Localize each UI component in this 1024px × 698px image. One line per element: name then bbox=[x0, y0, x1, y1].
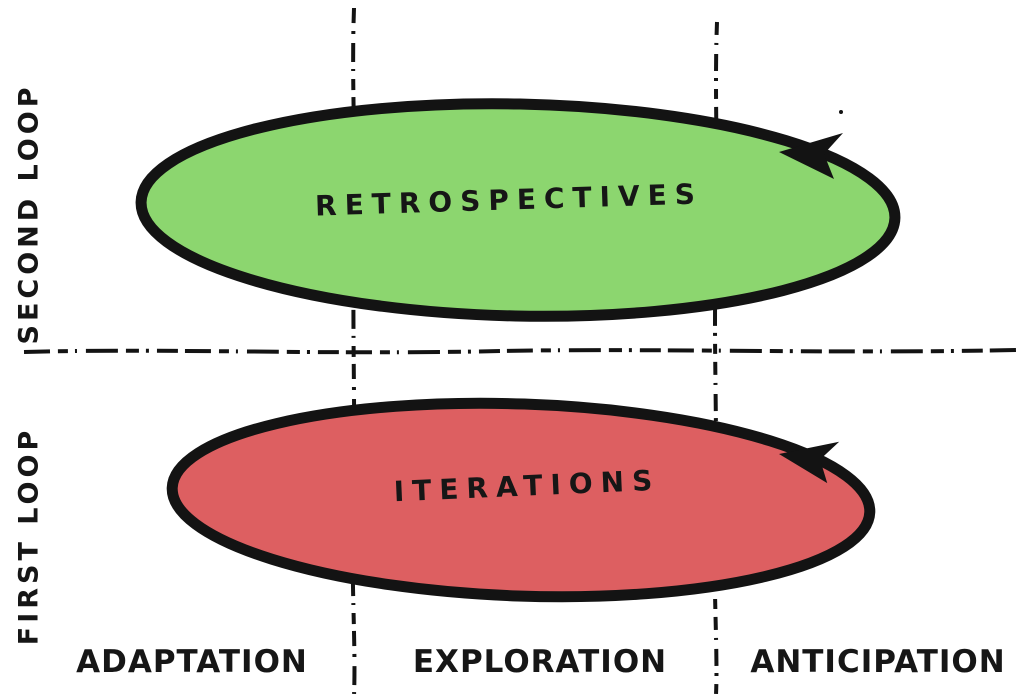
loop-arrow-icon bbox=[779, 133, 843, 179]
retrospectives-loop bbox=[135, 98, 901, 322]
column-label-adaptation: ADAPTATION bbox=[76, 644, 308, 680]
ink-speck bbox=[839, 110, 843, 114]
column-label-exploration: EXPLORATION bbox=[412, 644, 668, 680]
retrospectives-loop-ellipse bbox=[135, 98, 901, 322]
row-label-second-loop: SECOND LOOP bbox=[13, 83, 45, 345]
iterations-loop-ellipse bbox=[166, 397, 876, 603]
column-label-anticipation: ANTICIPATION bbox=[750, 644, 1006, 680]
row-divider-line bbox=[23, 348, 1017, 355]
column-divider-line-left bbox=[350, 7, 357, 697]
loop-arrow-icon bbox=[779, 441, 840, 484]
row-label-first-loop: FIRST LOOP bbox=[13, 426, 45, 646]
iterations-loop bbox=[166, 397, 876, 603]
column-divider-line-right bbox=[712, 21, 719, 696]
